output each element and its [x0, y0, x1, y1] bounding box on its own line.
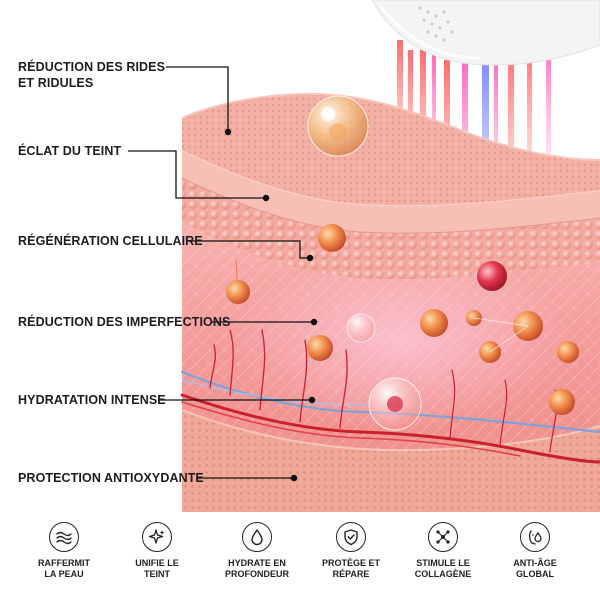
callout-protection-antioxydante: PROTECTION ANTIOXYDANTE — [18, 471, 204, 485]
shield-icon — [336, 522, 366, 552]
callout-rides-ridules: RÉDUCTION DES RIDES ET RIDULES — [18, 60, 166, 90]
epidermis-band — [182, 150, 600, 234]
waves-icon — [49, 522, 79, 552]
blood-vessels — [180, 329, 600, 464]
led-device — [371, 0, 600, 66]
cell-layer — [182, 178, 600, 280]
callout-hydratation-intense: HYDRATATION INTENSE — [18, 393, 166, 407]
molecules — [226, 95, 579, 431]
skin-surface — [182, 93, 600, 206]
callout-regeneration-cellulaire: RÉGÉNÉRATION CELLULAIRE — [18, 234, 203, 248]
callout-reduction-imperfections: RÉDUCTION DES IMPERFECTIONS — [18, 315, 231, 329]
subcutaneous-base — [182, 410, 600, 512]
leader-lines — [128, 66, 318, 482]
callout-eclat-teint: ÉCLAT DU TEINT — [18, 144, 122, 158]
face-droplet-icon — [520, 522, 550, 552]
sparkle-icon — [142, 522, 172, 552]
droplet-icon — [242, 522, 272, 552]
molecule-icon — [428, 522, 458, 552]
